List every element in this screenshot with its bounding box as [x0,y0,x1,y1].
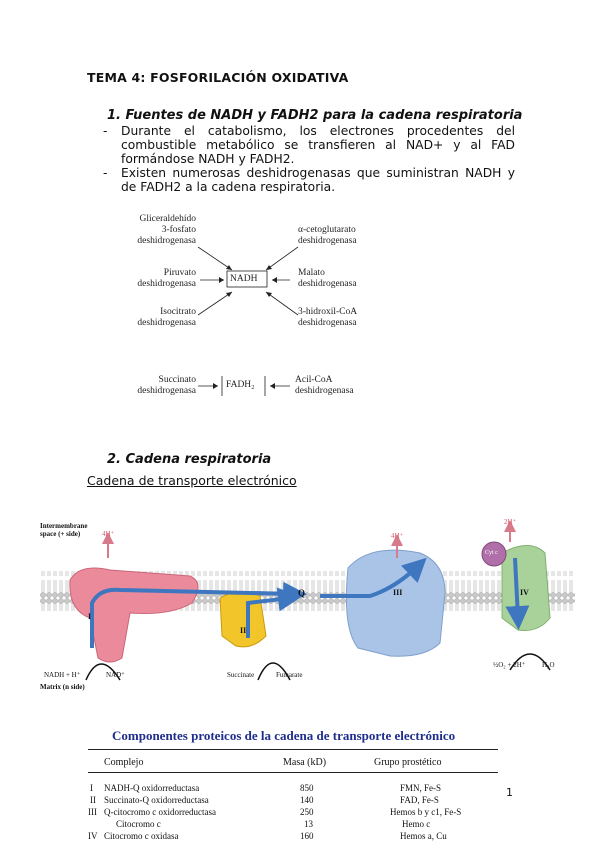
matrix-label: Matrix (n side) [40,683,85,691]
page-title: TEMA 4: FOSFORILACIÓN OXIDATIVA [87,70,349,85]
table-row: IV Citocromo c oxidasa 160 Hemos a, Cu [88,831,447,841]
section1-bullets: Durante el catabolismo, los electrones p… [103,124,515,194]
table-row: I NADH-Q oxidorreductasa 850 FMN, Fe-S [90,783,442,793]
bullet-item: Durante el catabolismo, los electrones p… [103,124,515,166]
section2-heading: 2. Cadena respiratoria [107,452,272,467]
fumarate-label: Fumarate [276,671,303,679]
table-row: Citocromo c 13 Hemo c [116,819,431,829]
proton-label-1: 4H⁺ [102,530,115,538]
complex-ii-label: II [240,626,247,635]
table-header-group: Grupo prostético [374,757,442,768]
table-title: Componentes proteicos de la cadena de tr… [112,728,456,743]
oxygen-label: ½O₂ + 2H⁺ [493,661,526,669]
section2-subheading: Cadena de transporte electrónico [87,473,297,488]
nadh-box-label: NADH [230,274,258,284]
table-rule-top [88,749,498,750]
nadh-label: NADH + H⁺ [44,671,81,679]
bullet-item: Existen numerosas deshidrogenasas que su… [103,166,515,194]
page-number: 1 [506,786,513,799]
table-rule-header [88,772,498,773]
proton-label-3: 4H⁺ [391,532,404,540]
ubiquinone-label: Q [298,588,306,598]
diagram-arrows [197,246,299,396]
section1-heading: 1. Fuentes de NADH y FADH2 para la caden… [107,108,523,123]
succinate-label: Succinate [227,671,255,679]
table-header-complex: Complejo [104,757,144,768]
fadh2-box-label: FADH₂ [226,380,255,390]
complex-iv-label: IV [520,588,529,597]
table-row: II Succinato-Q oxidorreductasa 140 FAD, … [90,795,439,805]
nad-label: NAD⁺ [106,671,125,679]
complex-iii-label: III [393,588,403,597]
membrane-illustration [40,520,575,681]
complex-i-label: I [88,612,92,621]
cytochrome-c-label: Cyt c [485,550,498,556]
table-header-mass: Masa (kD) [283,757,327,768]
water-label: H₂O [542,661,555,669]
proton-label-4: 2H⁺ [504,518,517,526]
table-row: III Q-citocromo c oxidorreductasa 250 He… [88,807,462,817]
